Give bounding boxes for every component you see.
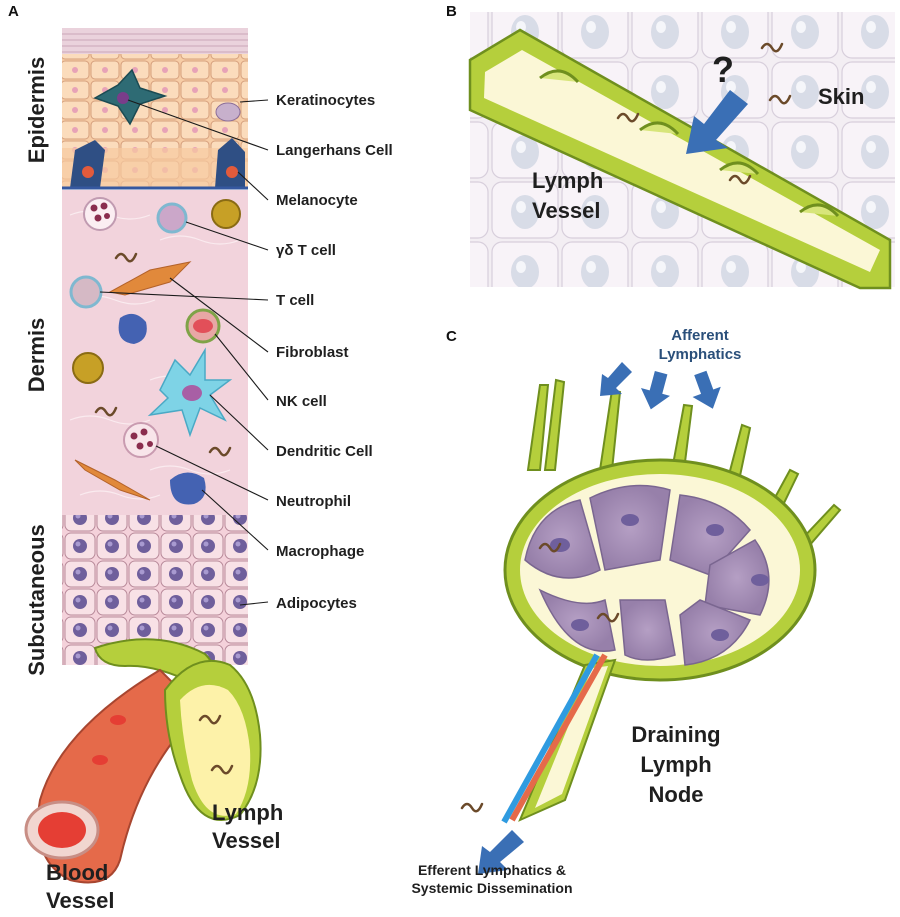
gd-t-cell (156, 202, 188, 234)
stratum-lines (62, 33, 248, 53)
question-mark: ? (712, 49, 734, 90)
entry-arrow (686, 90, 748, 154)
label-t-cell: T cell (276, 292, 314, 309)
label-gd-t-cell: γδ T cell (276, 242, 336, 259)
langerhans-cell (93, 68, 168, 126)
fibroblast-lower (74, 459, 151, 501)
fibroblast (108, 261, 192, 296)
neutrophil-top (83, 197, 117, 231)
panel-c-label: C (446, 328, 457, 345)
draining-line2: Lymph (640, 752, 711, 777)
label-macrophage: Macrophage (276, 543, 364, 560)
leader-lines (99, 99, 269, 606)
macrophage-small (118, 313, 147, 344)
vein (501, 653, 600, 824)
parasites-b (616, 42, 792, 185)
nk-nucleus (193, 319, 213, 333)
melanocyte-nucleus-left (82, 166, 94, 178)
label-langerhans: Langerhans Cell (276, 142, 393, 159)
blood-vessel-line2: Vessel (46, 888, 115, 913)
lymph-vessel-a-line1: Lymph (212, 800, 283, 825)
artery (509, 653, 608, 822)
draining-line1: Draining (631, 722, 720, 747)
rbc-2 (92, 755, 108, 765)
t-cell (69, 275, 103, 309)
label-adipocytes: Adipocytes (276, 595, 357, 612)
efferent-line1: Efferent Lymphatics & (418, 862, 566, 878)
afferent-arrow-3 (692, 370, 721, 409)
layer-dermis: Dermis (24, 318, 49, 393)
yellow-cell-top (211, 199, 241, 229)
efferent-arrow (478, 830, 524, 874)
yellow-cell-mid (72, 352, 104, 384)
lymph-vessel-a-lumen (180, 684, 251, 816)
label-fibroblast: Fibroblast (276, 344, 349, 361)
dermis-fibers (69, 210, 241, 500)
parasites-a-vessel (198, 714, 234, 775)
neutrophil-lobes (130, 428, 153, 450)
lymph-vessel-b-line2: Vessel (532, 198, 601, 223)
label-dendritic: Dendritic Cell (276, 443, 373, 460)
lymph-vessel-b-line1: Lymph (532, 168, 603, 193)
rbc-1 (110, 715, 126, 725)
label-keratinocytes: Keratinocytes (276, 92, 375, 109)
afferent-arrows (600, 362, 721, 410)
lymph-vessel-b-lumen (484, 50, 880, 272)
keratinocyte-highlight (215, 102, 241, 122)
afferent-arrow-1 (600, 362, 632, 396)
efferent-line2: Systemic Dissemination (411, 880, 572, 896)
efferent-lumen (535, 666, 608, 808)
neutrophil (123, 422, 159, 458)
lymph-vessel-a-line2: Vessel (212, 828, 281, 853)
melanocyte-left (70, 140, 105, 188)
afferent-arrow-2 (640, 371, 670, 410)
label-nk-cell: NK cell (276, 393, 327, 410)
afferent-line1: Afferent (671, 327, 729, 344)
lymph-node-follicles (524, 484, 770, 666)
melanocyte-nucleus-right (226, 166, 238, 178)
cell-labels: Keratinocytes Langerhans Cell Melanocyte… (276, 92, 393, 612)
panel-b-label: B (446, 3, 457, 20)
neutrophil-top-lobes (90, 202, 110, 222)
blood-vessel-line1: Blood (46, 860, 108, 885)
stratum-corneum (62, 28, 248, 54)
afferent-line2: Lymphatics (659, 346, 742, 363)
label-melanocyte: Melanocyte (276, 192, 358, 209)
lymph-valves (539, 69, 840, 218)
blood-cells (38, 812, 86, 848)
parasites-c (460, 542, 620, 813)
panel-a-label: A (8, 3, 19, 20)
macrophage (170, 472, 206, 505)
skin-mask (430, 30, 470, 90)
melanocyte-right (215, 138, 245, 188)
dendritic-nucleus (182, 385, 202, 401)
draining-line3: Node (649, 782, 704, 807)
layer-subcutaneous: Subcutaneous (24, 524, 49, 676)
skin-label: Skin (818, 84, 864, 109)
langerhans-nucleus (117, 92, 129, 104)
layer-epidermis: Epidermis (24, 57, 49, 163)
label-neutrophil: Neutrophil (276, 493, 351, 510)
